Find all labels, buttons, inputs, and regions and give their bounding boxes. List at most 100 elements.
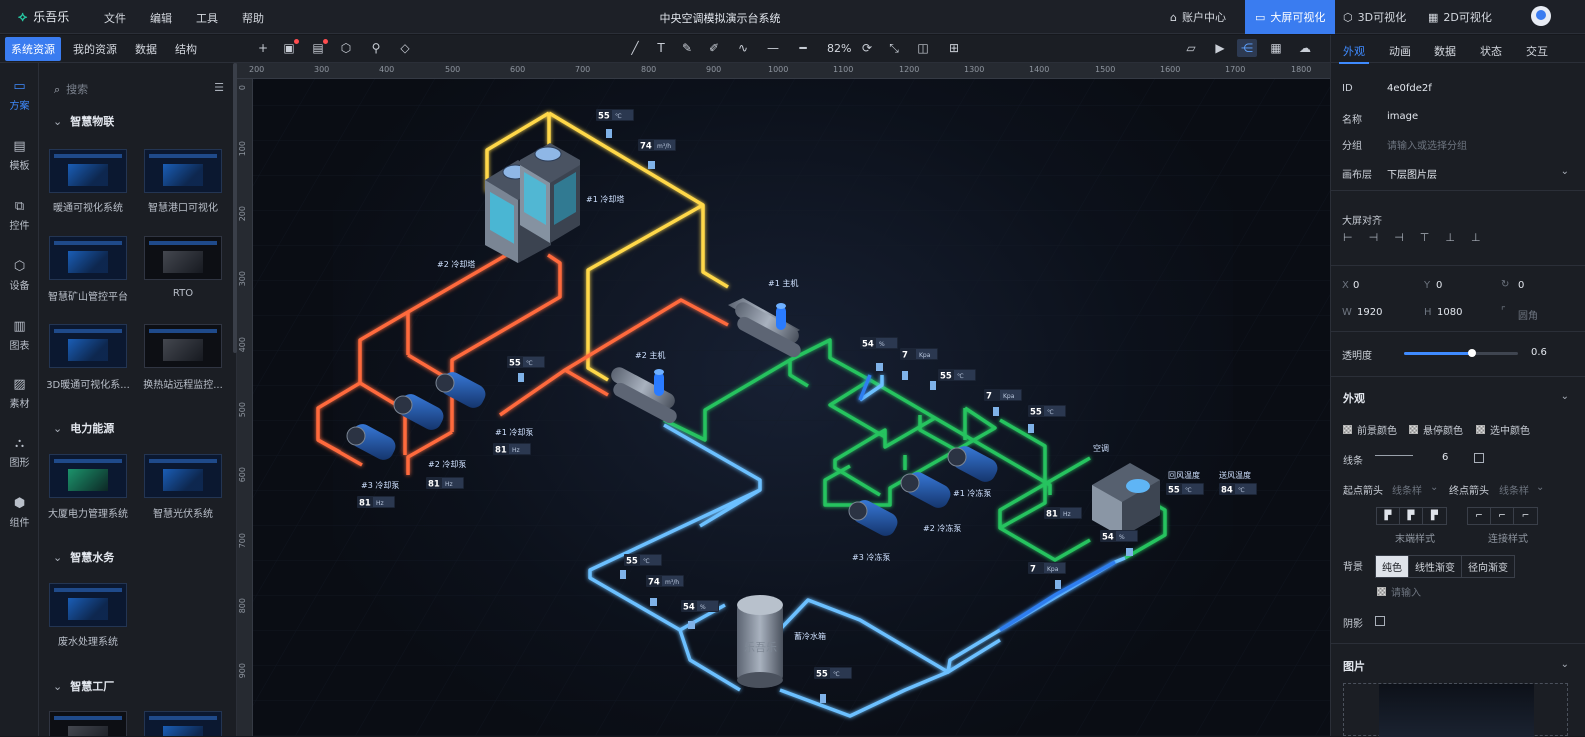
- share-icon[interactable]: ⋲: [1237, 39, 1257, 57]
- library-search[interactable]: ⌕搜索 ☰: [54, 81, 224, 99]
- line-checkbox[interactable]: [1474, 453, 1484, 463]
- square-cap-icon[interactable]: ▛: [1431, 511, 1438, 521]
- cooling-pump-2[interactable]: [393, 391, 447, 434]
- template-thumbnail[interactable]: [49, 583, 127, 627]
- iconbar-chart[interactable]: ▥图表: [0, 319, 39, 352]
- temperature-sensor[interactable]: [1028, 424, 1034, 433]
- zoom-level[interactable]: 82%: [827, 42, 852, 55]
- chevron-down-icon[interactable]: ⌄: [1560, 659, 1569, 670]
- design-canvas[interactable]: 乐吾乐 #1 冷却塔 #2 冷却塔 #1 主机 #2 主机 #1 冷却泵: [253, 79, 1330, 736]
- temperature-sensor[interactable]: [930, 381, 936, 390]
- chevron-down-icon[interactable]: ⌄: [1560, 166, 1569, 177]
- cooling-pump-3[interactable]: [346, 421, 399, 464]
- align-center-icon[interactable]: ⊣: [1368, 231, 1379, 244]
- align-middle-icon[interactable]: ⊥: [1445, 231, 1455, 244]
- nav-account-center[interactable]: ⌂账户中心: [1160, 0, 1236, 34]
- play-icon[interactable]: ▶: [1215, 41, 1225, 55]
- cooling-pump-1[interactable]: [435, 369, 489, 412]
- air-handling-unit[interactable]: [1092, 463, 1160, 537]
- refresh-icon[interactable]: ⟳: [861, 41, 873, 55]
- chilled-pump-1[interactable]: [947, 443, 1001, 486]
- shadow-checkbox[interactable]: [1375, 616, 1385, 626]
- bevel-join-icon[interactable]: ⌐: [1521, 511, 1530, 521]
- hvac-diagram[interactable]: 乐吾乐 #1 冷却塔 #2 冷却塔 #1 主机 #2 主机 #1 冷却泵: [253, 79, 1330, 736]
- cube-icon[interactable]: ⬡: [340, 41, 352, 55]
- flow-meter[interactable]: [648, 161, 655, 169]
- temperature-sensor[interactable]: [518, 373, 524, 382]
- template-thumbnail[interactable]: [144, 236, 222, 280]
- tab-data[interactable]: 数据: [135, 42, 157, 56]
- folder-icon[interactable]: ▱: [1186, 41, 1196, 55]
- crop-icon[interactable]: ◫: [917, 41, 929, 55]
- category-smart-factory[interactable]: ⌄智慧工厂: [53, 678, 114, 694]
- curve-icon[interactable]: ∿: [737, 41, 749, 55]
- image-section-title[interactable]: 图片: [1343, 660, 1365, 673]
- radius-input[interactable]: 圆角: [1518, 311, 1538, 322]
- iconbar-shape[interactable]: ⛬图形: [0, 436, 39, 469]
- pressure-sensor[interactable]: [993, 407, 999, 416]
- text-tool-icon[interactable]: T: [657, 41, 665, 55]
- chilled-pump-3[interactable]: [848, 497, 901, 540]
- align-top-icon[interactable]: ⊤: [1419, 231, 1430, 244]
- round-join-icon[interactable]: ⌐: [1491, 508, 1514, 524]
- line-style-select[interactable]: [1375, 450, 1413, 456]
- bg-radial-option[interactable]: 径向渐变: [1468, 563, 1508, 574]
- template-thumbnail[interactable]: [144, 149, 222, 193]
- background-color-input[interactable]: 请输入: [1377, 584, 1421, 599]
- layout-icon[interactable]: ⊞: [948, 41, 960, 55]
- valve[interactable]: [876, 363, 883, 371]
- width-input[interactable]: 1920: [1357, 307, 1383, 318]
- template-thumbnail[interactable]: [49, 711, 127, 736]
- line-width-icon[interactable]: ━: [799, 41, 807, 55]
- tab-animation[interactable]: 动画: [1389, 45, 1411, 58]
- chevron-down-icon[interactable]: ⌄: [1560, 391, 1569, 402]
- template-thumbnail[interactable]: [49, 324, 127, 368]
- menu-file[interactable]: 文件: [104, 12, 126, 25]
- y-input[interactable]: 0: [1436, 280, 1443, 291]
- qrcode-icon[interactable]: ▦: [1270, 41, 1282, 55]
- list-icon[interactable]: ☰: [214, 81, 224, 94]
- template-thumbnail[interactable]: [49, 236, 127, 280]
- storage-tank[interactable]: 乐吾乐: [737, 595, 783, 688]
- bg-solid-option[interactable]: 纯色: [1376, 556, 1409, 577]
- hover-color[interactable]: 悬停颜色: [1409, 422, 1463, 437]
- search-input[interactable]: 搜索: [66, 83, 89, 96]
- template-thumbnail[interactable]: [144, 711, 222, 736]
- tab-state[interactable]: 状态: [1480, 45, 1502, 58]
- shrink-icon[interactable]: ⤡: [889, 41, 899, 55]
- menu-help[interactable]: 帮助: [242, 12, 264, 25]
- tab-structure[interactable]: 结构: [175, 42, 197, 56]
- chiller-2[interactable]: [608, 365, 679, 426]
- category-smart-iot[interactable]: ⌄智慧物联: [53, 113, 114, 129]
- nav-3d[interactable]: ⬡3D可视化: [1333, 0, 1416, 34]
- tab-interaction[interactable]: 交互: [1526, 45, 1548, 58]
- start-arrow-select[interactable]: 线条样: [1392, 486, 1422, 497]
- nav-2d[interactable]: ▦2D可视化: [1418, 0, 1502, 34]
- group-select[interactable]: 请输入或选择分组: [1387, 141, 1467, 152]
- app-logo[interactable]: ⟡ 乐吾乐: [18, 8, 69, 25]
- image-preview[interactable]: [1343, 683, 1568, 737]
- align-left-icon[interactable]: ⊢: [1343, 231, 1353, 244]
- temperature-sensor[interactable]: [620, 570, 626, 579]
- slider-handle[interactable]: [1468, 349, 1477, 357]
- rotation-input[interactable]: 0: [1518, 280, 1525, 291]
- pressure-sensor[interactable]: [902, 371, 908, 380]
- brush-icon[interactable]: ✐: [708, 41, 720, 55]
- tab-data[interactable]: 数据: [1434, 45, 1456, 58]
- eraser-icon[interactable]: ◇: [400, 41, 410, 55]
- template-thumbnail[interactable]: [144, 324, 222, 368]
- appearance-section-title[interactable]: 外观: [1343, 392, 1365, 405]
- butt-cap-icon[interactable]: ▛: [1377, 508, 1400, 524]
- nav-big-screen[interactable]: ▭大屏可视化: [1245, 0, 1336, 34]
- category-power-energy[interactable]: ⌄电力能源: [53, 420, 114, 436]
- save-icon[interactable]: ▣: [281, 39, 299, 55]
- tab-system-resources[interactable]: 系统资源: [5, 36, 61, 61]
- flow-meter[interactable]: [650, 598, 657, 606]
- align-bottom-icon[interactable]: ⊥: [1470, 231, 1481, 244]
- menu-edit[interactable]: 编辑: [150, 12, 172, 25]
- template-thumbnail[interactable]: [49, 454, 127, 498]
- round-cap-icon[interactable]: ▛: [1400, 508, 1423, 524]
- pen-icon[interactable]: ✎: [681, 41, 693, 55]
- add-icon[interactable]: +: [257, 41, 269, 55]
- foreground-color[interactable]: 前景颜色: [1343, 422, 1397, 437]
